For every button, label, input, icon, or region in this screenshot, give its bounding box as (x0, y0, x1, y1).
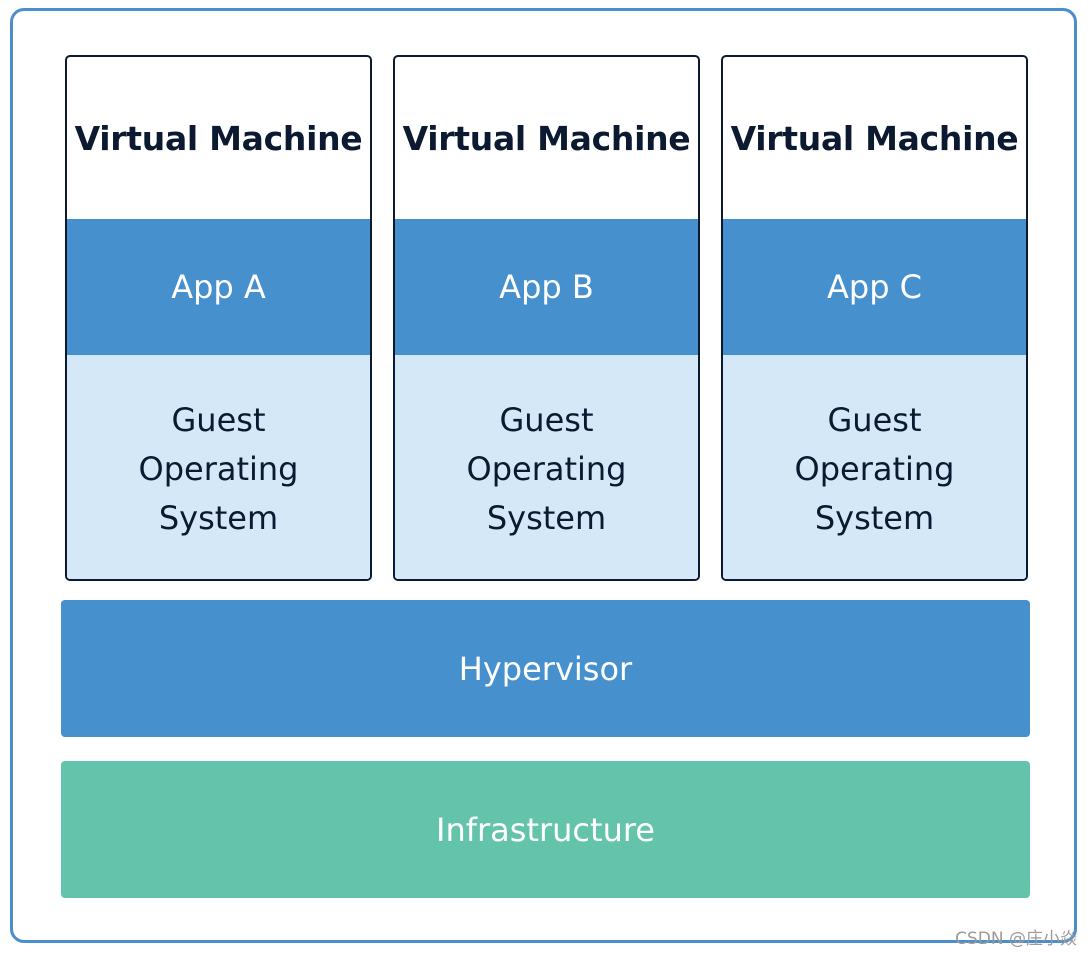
virtual-machine-b: Virtual Machine App B Guest Operating Sy… (393, 55, 700, 581)
guest-os-line: Operating (138, 449, 299, 488)
guest-os-line: System (486, 498, 607, 537)
guest-os-line: System (158, 498, 279, 537)
vm-title: Virtual Machine (730, 118, 1019, 158)
guest-os-line: System (814, 498, 935, 537)
vm-title: Virtual Machine (402, 118, 691, 158)
app-layer: App A (67, 219, 370, 355)
hypervisor-layer: Hypervisor (61, 600, 1030, 737)
guest-os-layer: Guest Operating System (67, 355, 370, 579)
guest-os-layer: Guest Operating System (723, 355, 1026, 579)
guest-os-line: Guest (171, 400, 266, 439)
virtual-machine-c: Virtual Machine App C Guest Operating Sy… (721, 55, 1028, 581)
virtual-machine-a: Virtual Machine App A Guest Operating Sy… (65, 55, 372, 581)
app-layer: App C (723, 219, 1026, 355)
infrastructure-label: Infrastructure (436, 810, 655, 849)
vm-title: Virtual Machine (74, 118, 363, 158)
guest-os-line: Operating (794, 449, 955, 488)
app-layer: App B (395, 219, 698, 355)
guest-os-layer: Guest Operating System (395, 355, 698, 579)
infrastructure-layer: Infrastructure (61, 761, 1030, 898)
guest-os-line: Guest (499, 400, 594, 439)
guest-os-line: Operating (466, 449, 627, 488)
hypervisor-label: Hypervisor (458, 649, 633, 688)
guest-os-line: Guest (827, 400, 922, 439)
watermark: CSDN @庄小焱 (955, 929, 1077, 949)
